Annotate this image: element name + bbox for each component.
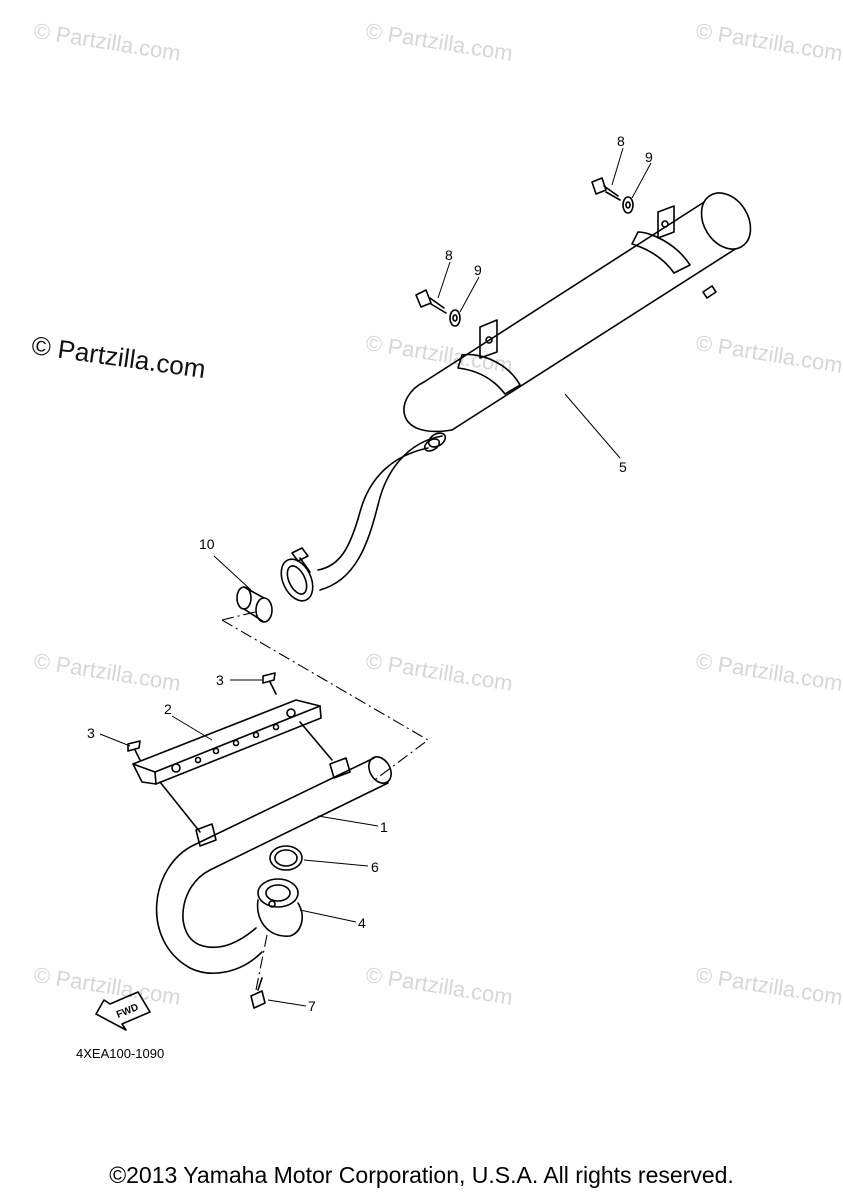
screw-left [127,740,141,761]
screw-upper [262,672,277,695]
callout-2: 2 [164,701,172,717]
copyright-notice: ©2013 Yamaha Motor Corporation, U.S.A. A… [109,1162,734,1188]
diagram-code: 4XEA100-1090 [76,1046,165,1061]
callout-4: 4 [358,915,366,931]
callout-3-left: 3 [87,725,95,741]
callout-8-lower: 8 [445,247,453,263]
callout-6: 6 [371,859,379,875]
callout-3-upper: 3 [216,672,224,688]
heat-protector [132,699,333,833]
callout-8-upper: 8 [617,133,625,149]
bolt-lower [415,289,447,314]
fwd-arrow-icon [95,991,151,1031]
gasket-sleeve [236,586,273,623]
exhaust-flange [256,878,303,937]
pipe-clamp [280,547,314,602]
tail-pipe [317,435,443,591]
exhaust-pipe [155,756,392,974]
callout-10: 10 [199,536,215,552]
callout-1: 1 [380,819,388,835]
bolt-upper [591,177,621,201]
muffler [403,192,752,452]
callout-7: 7 [308,998,316,1014]
washer-upper [622,196,634,214]
flange-bolt [250,977,266,1009]
leader-lines [99,147,652,1007]
callout-9-lower: 9 [474,262,482,278]
washer-lower [449,309,461,327]
callout-5: 5 [619,459,627,475]
exhaust-gasket [269,845,303,871]
callout-9-upper: 9 [645,149,653,165]
assembly-lines [221,611,429,991]
